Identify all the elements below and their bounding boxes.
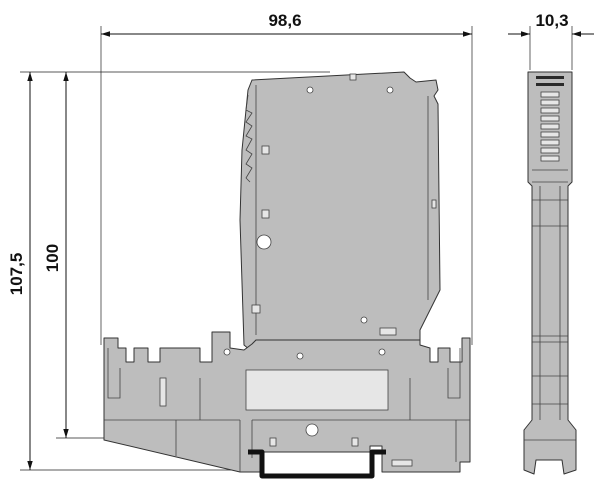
dimension-height-body: 100 [43, 72, 105, 439]
front-view-upper-module [239, 71, 441, 351]
side-view [523, 71, 577, 475]
dimension-width-main: 98,6 [100, 11, 473, 345]
dimension-width-side: 10,3 [508, 11, 594, 70]
height-total-label: 107,5 [7, 253, 26, 296]
width-side-label: 10,3 [535, 11, 568, 30]
side-view-label-slots [540, 91, 560, 162]
height-body-label: 100 [43, 244, 62, 272]
din-rail [248, 449, 386, 479]
front-view-base-housing [103, 331, 471, 473]
dimension-height-total: 107,5 [7, 71, 330, 471]
width-main-label: 98,6 [268, 11, 301, 30]
